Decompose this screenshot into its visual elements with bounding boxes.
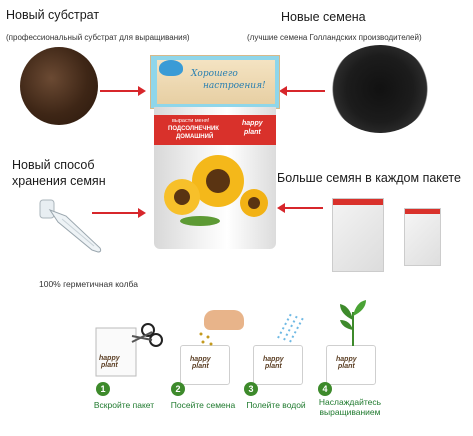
card-text-line1: Хорошего bbox=[191, 69, 238, 79]
step-3-number: 3 bbox=[244, 382, 258, 396]
pouch-body: вырасти меня! ПОДСОЛНЕЧНИК ДОМАШНИЙ happ… bbox=[154, 107, 276, 249]
step-2-label: Посейте семена bbox=[170, 400, 236, 410]
ribbon-bow-icon bbox=[159, 60, 183, 76]
step-1-number: 1 bbox=[96, 382, 110, 396]
seeds-subtitle: (лучшие семена Голландских производителе… bbox=[247, 33, 422, 42]
product-tagline: вырасти меня! bbox=[172, 118, 210, 124]
step-1-image bbox=[86, 318, 170, 380]
small-bag-image bbox=[404, 208, 441, 266]
brand-logo-line2: plant bbox=[244, 129, 261, 136]
arrow-seeds bbox=[279, 86, 325, 96]
storage-title-line1: Новый способ bbox=[12, 158, 95, 172]
step-3-image bbox=[253, 345, 303, 385]
step-3-brand-1: happy bbox=[263, 356, 284, 363]
large-bag-image bbox=[332, 198, 384, 272]
step-2-number: 2 bbox=[171, 382, 185, 396]
test-tube-icon bbox=[36, 196, 106, 256]
more-seeds-title: Больше семян в каждом пакете bbox=[277, 171, 461, 185]
sunflower-image bbox=[160, 147, 272, 227]
arrow-substrate bbox=[100, 86, 146, 96]
step-1-label: Вскройте пакет bbox=[93, 400, 155, 410]
greeting-card: Хорошего настроения! bbox=[150, 55, 280, 109]
seeds-image bbox=[330, 45, 430, 133]
product-name-line1: ПОДСОЛНЕЧНИК bbox=[168, 126, 219, 132]
hand-icon bbox=[204, 310, 244, 330]
step-3-brand-2: plant bbox=[265, 363, 282, 370]
storage-caption: 100% герметичная колба bbox=[39, 279, 138, 289]
substrate-image bbox=[20, 47, 98, 125]
step-4-label-line1: Наслаждайтесь bbox=[318, 397, 382, 407]
arrow-storage bbox=[92, 208, 146, 218]
arrow-more-seeds bbox=[277, 203, 323, 213]
storage-title-line2: хранения семян bbox=[12, 174, 106, 188]
product-pouch: Хорошего настроения! вырасти меня! ПОДСО… bbox=[150, 55, 280, 251]
step-2-brand-1: happy bbox=[190, 356, 211, 363]
product-name-line2: ДОМАШНИЙ bbox=[176, 134, 214, 140]
step-4-label-line2: выращиванием bbox=[319, 407, 381, 417]
step-4-number: 4 bbox=[318, 382, 332, 396]
water-drops-icon bbox=[268, 308, 308, 344]
step-4-brand-1: happy bbox=[336, 356, 357, 363]
sprout-icon bbox=[336, 300, 370, 346]
card-text-line2: настроения! bbox=[203, 81, 266, 91]
step-1-brand-1: happy bbox=[99, 355, 120, 362]
substrate-subtitle: (профессиональный субстрат для выращиван… bbox=[6, 33, 190, 42]
brand-logo-line1: happy bbox=[242, 120, 263, 127]
step-2-image bbox=[180, 345, 230, 385]
seeds-title: Новые семена bbox=[281, 10, 366, 24]
step-2-brand-2: plant bbox=[192, 363, 209, 370]
step-4-brand-2: plant bbox=[338, 363, 355, 370]
substrate-title: Новый субстрат bbox=[6, 8, 100, 22]
step-1-brand-2: plant bbox=[101, 362, 118, 369]
step-4-image bbox=[326, 345, 376, 385]
step-3-label: Полейте водой bbox=[246, 400, 306, 410]
seeds-drop-icon bbox=[196, 330, 216, 348]
